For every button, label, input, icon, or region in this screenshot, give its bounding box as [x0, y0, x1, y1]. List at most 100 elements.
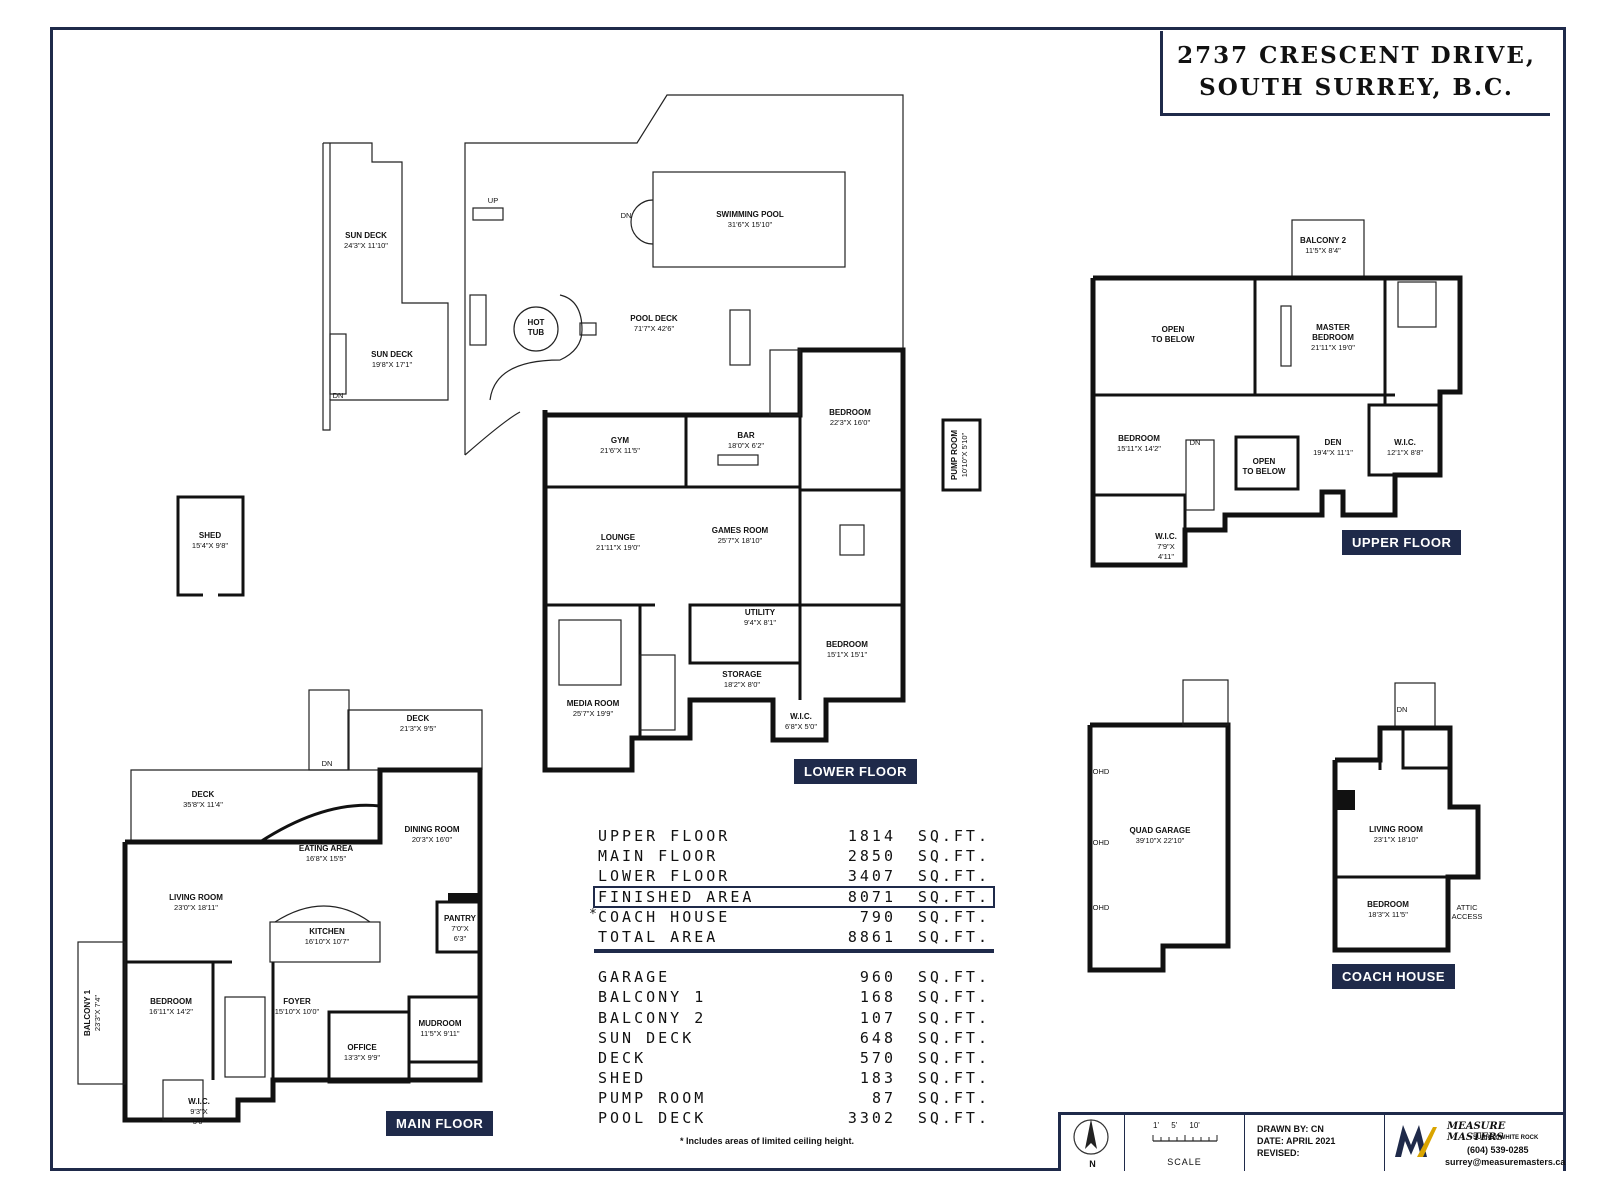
- dining-room-label: DINING ROOM: [404, 825, 459, 834]
- scale-ticks: 1' 5' 10': [1153, 1121, 1200, 1130]
- wic-main-label: W.I.C.: [188, 1097, 210, 1106]
- mudroom-label: MUDROOM: [418, 1019, 461, 1028]
- lounge-dim: 21'11"X 19'0": [596, 543, 640, 552]
- main-floor-walls: [77, 689, 483, 1123]
- coach-house-walls: [1332, 682, 1481, 953]
- master-bedroom-line1: MASTER: [1316, 323, 1350, 332]
- company-email: surrey@measuremasters.ca: [1445, 1157, 1566, 1167]
- shed-dim: 15'4"X 9'8": [192, 541, 228, 550]
- master-bedroom-line2: BEDROOM: [1312, 333, 1354, 342]
- upper-floor-walls: [1090, 219, 1463, 568]
- mudroom-dim: 11'5"X 9'11": [420, 1029, 460, 1038]
- deck-main-left-label: DECK: [192, 790, 215, 799]
- living-room-main-label: LIVING ROOM: [169, 893, 223, 902]
- bedroom-lower-2-dim: 15'1"X 15'1": [827, 650, 868, 659]
- kitchen-label: KITCHEN: [309, 927, 345, 936]
- garage-door-3: OHD: [1093, 903, 1110, 912]
- office-label: OFFICE: [347, 1043, 377, 1052]
- lounge-label: LOUNGE: [601, 533, 636, 542]
- coach-house-badge: COACH HOUSE: [1332, 964, 1456, 989]
- storage-dim: 18'2"X 8'0": [724, 680, 760, 689]
- upper-dn-mark: DN: [1190, 438, 1201, 447]
- bar-dim: 18'0"X 6'2": [728, 441, 764, 450]
- wic-upper-2-label: W.I.C.: [1155, 532, 1177, 541]
- pool-deck-dim: 71'7"X 42'6": [634, 324, 675, 333]
- pantry-dim-2: 6'3": [454, 934, 467, 943]
- bedroom-lower-1-dim: 22'3"X 16'0": [830, 418, 871, 427]
- kitchen-dim: 16'10"X 10'7": [305, 937, 350, 946]
- bedroom-main-dim: 16'11"X 14'2": [149, 1007, 193, 1016]
- bedroom-main-label: BEDROOM: [150, 997, 192, 1006]
- lower-floor-walls: [542, 347, 906, 773]
- quad-garage-label: QUAD GARAGE: [1130, 826, 1192, 835]
- scale-label: SCALE: [1167, 1157, 1202, 1167]
- company-name: MEASURE MASTERS: [1447, 1121, 1506, 1143]
- scale-cell: 1' 5' 10' SCALE: [1125, 1115, 1245, 1171]
- garage-door-2: OHD: [1093, 838, 1110, 847]
- address-title: 2737 CRESCENT DRIVE, SOUTH SURREY, B.C.: [1160, 31, 1550, 116]
- coach-dn-mark: DN: [1397, 705, 1408, 714]
- lower-floor-badge: LOWER FLOOR: [794, 759, 917, 784]
- eating-area-label: EATING AREA: [299, 844, 353, 853]
- address-line-1: 2737 CRESCENT DRIVE,: [1177, 42, 1536, 69]
- living-room-coach-label: LIVING ROOM: [1369, 825, 1423, 834]
- sun-deck-2-label: SUN DECK: [371, 350, 413, 359]
- swimming-pool-dim: 31'6"X 15'10": [728, 220, 773, 229]
- attic-access-line1: ATTIC: [1456, 903, 1478, 912]
- balcony-1-label: BALCONY 1: [83, 989, 92, 1036]
- open-below-1-line1: OPEN: [1162, 325, 1185, 334]
- deck-main-top-label: DECK: [407, 714, 430, 723]
- dining-room-dim: 20'3"X 16'0": [412, 835, 453, 844]
- gym-dim: 21'6"X 11'5": [600, 446, 640, 455]
- attic-access-line2: ACCESS: [1452, 912, 1483, 921]
- open-below-2-line2: TO BELOW: [1243, 467, 1286, 476]
- quad-garage-dim: 39'10"X 22'10": [1136, 836, 1185, 845]
- den-dim: 19'4"X 11'1": [1313, 448, 1353, 457]
- pool-up-mark: UP: [488, 196, 498, 205]
- north-label: N: [1089, 1159, 1096, 1169]
- area-divider: [594, 949, 994, 954]
- main-floor-badge: MAIN FLOOR: [386, 1111, 494, 1136]
- scale-bar-icon: [1152, 1135, 1218, 1142]
- pump-room-dim: 10'10"X 5'10": [960, 432, 969, 477]
- wic-main-dim: 9'3"X: [190, 1107, 207, 1116]
- pool-deck-outline: [464, 94, 904, 456]
- foyer-label: FOYER: [283, 997, 311, 1006]
- bedroom-lower-1-label: BEDROOM: [829, 408, 871, 417]
- pantry-dim: 7'0"X: [451, 924, 468, 933]
- pantry-label: PANTRY: [444, 914, 477, 923]
- drawn-by: DRAWN BY: CN: [1257, 1124, 1324, 1134]
- master-bedroom-dim: 21'11"X 19'0": [1311, 343, 1355, 352]
- bar-label: BAR: [737, 431, 755, 440]
- bedroom-lower-2-label: BEDROOM: [826, 640, 868, 649]
- wic-upper-1-label: W.I.C.: [1394, 438, 1416, 447]
- north-arrow-cell: N: [1061, 1115, 1125, 1171]
- drawing-frame: [50, 27, 1566, 1171]
- office-dim: 13'3"X 9'9": [344, 1053, 380, 1062]
- quad-garage-walls: [1087, 679, 1231, 973]
- wic-upper-2-dim-2: 4'11": [1158, 552, 1174, 561]
- ceiling-height-footnote: * Includes areas of limited ceiling heig…: [680, 1136, 855, 1146]
- wic-lower-dim: 6'8"X 5'0": [785, 722, 817, 731]
- games-room-label: GAMES ROOM: [712, 526, 769, 535]
- storage-label: STORAGE: [722, 670, 762, 679]
- balcony-2-dim: 11'5"X 8'4": [1305, 246, 1341, 255]
- bedroom-upper-label: BEDROOM: [1118, 434, 1160, 443]
- company-location: SURREY/WHITE ROCK: [1473, 1135, 1539, 1141]
- pool-dn-mark: DN: [621, 211, 632, 220]
- deck-main-left-dim: 35'8"X 11'4": [183, 800, 223, 809]
- open-below-1-line2: TO BELOW: [1152, 335, 1195, 344]
- garage-door-1: OHD: [1093, 767, 1110, 776]
- pool-deck-label: POOL DECK: [630, 314, 678, 323]
